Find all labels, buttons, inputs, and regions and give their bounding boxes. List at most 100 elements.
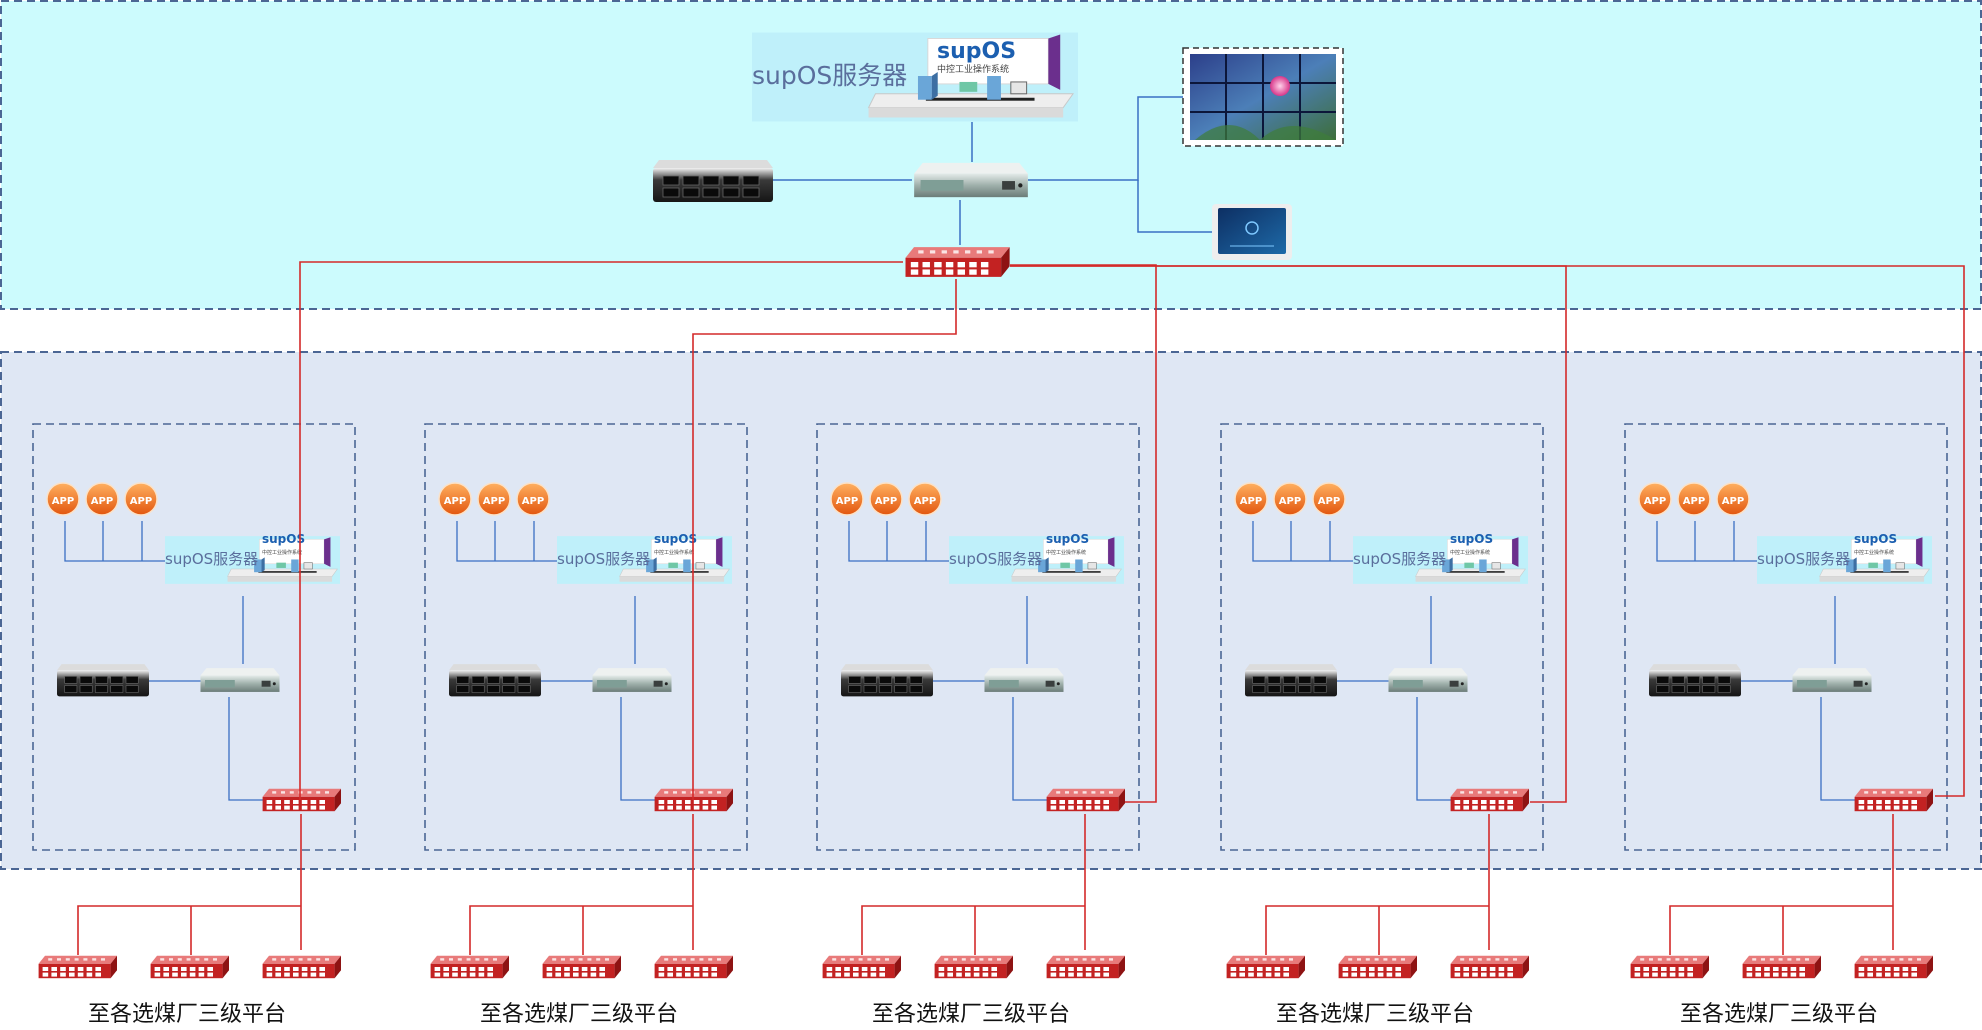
plant-switch	[262, 955, 341, 979]
site-caption: 至各选煤厂三级平台	[88, 1002, 286, 1027]
plant-switch	[1630, 955, 1709, 979]
sites-zone	[0, 351, 1982, 870]
rack-server	[449, 663, 541, 697]
plant-switch	[542, 955, 621, 979]
site-supos-logo-sub: 中控工业操作系统	[1854, 549, 1894, 556]
site-box	[1220, 423, 1544, 851]
site-caption: 至各选煤厂三级平台	[1276, 1002, 1474, 1027]
site-box	[424, 423, 748, 851]
site-supos-logo-text: supOS	[654, 532, 697, 546]
firewall-to-switch-link	[1416, 697, 1451, 801]
app-badge-label: APP	[444, 496, 466, 507]
downlink-branch	[861, 905, 1085, 955]
site-supos-logo-sub: 中控工业操作系统	[1450, 549, 1490, 556]
firewall-to-switch-link	[1012, 697, 1047, 801]
site-supos-logo-sub: 中控工业操作系统	[262, 549, 302, 556]
app-bus-link	[456, 521, 557, 562]
top-server-label: supOS服务器	[752, 61, 907, 90]
site-caption: 至各选煤厂三级平台	[480, 1002, 678, 1027]
link-firewall-to-displays	[1028, 96, 1183, 181]
site-supos-logo-sub: 中控工业操作系统	[654, 549, 694, 556]
top-supos-logo-sub: 中控工业操作系统	[937, 63, 1009, 75]
site-box	[1624, 423, 1948, 851]
site-caption: 至各选煤厂三级平台	[1680, 1002, 1878, 1027]
site-supos-logo-text: supOS	[1046, 532, 1089, 546]
rack-server	[1649, 663, 1741, 697]
plant-switch	[430, 955, 509, 979]
site-box	[816, 423, 1140, 851]
app-badge-label: APP	[130, 496, 152, 507]
plant-switch	[38, 955, 117, 979]
app-badge-label: APP	[1683, 496, 1705, 507]
plant-switch	[822, 955, 901, 979]
plant-switch	[934, 955, 1013, 979]
site-server-label: supOS服务器	[949, 550, 1042, 568]
touch-tablet	[1212, 204, 1292, 260]
rack-server	[1245, 663, 1337, 697]
site-server-label: supOS服务器	[557, 550, 650, 568]
firewall-to-switch-link	[228, 697, 263, 801]
app-bus-link	[1252, 521, 1353, 562]
site-supos-logo-text: supOS	[262, 532, 305, 546]
site-caption: 至各选煤厂三级平台	[872, 1002, 1070, 1027]
app-badge-label: APP	[1318, 496, 1340, 507]
plant-switch	[1854, 955, 1933, 979]
app-bus-link	[848, 521, 949, 562]
uplink-site-2	[692, 279, 957, 800]
site-supos-logo-sub: 中控工业操作系统	[1046, 549, 1086, 556]
firewall	[1388, 668, 1468, 692]
site-server-label: supOS服务器	[165, 550, 258, 568]
site-server-label: supOS服务器	[1353, 550, 1446, 568]
downlink-branch	[1265, 905, 1489, 955]
app-badge-label: APP	[914, 496, 936, 507]
plant-switch	[1338, 955, 1417, 979]
app-badge-label: APP	[836, 496, 858, 507]
site-switch	[1046, 788, 1125, 812]
firewall	[592, 668, 672, 692]
app-badge-label: APP	[1644, 496, 1666, 507]
top-firewall	[914, 162, 1028, 198]
app-bus-link	[1656, 521, 1757, 562]
app-badge-label: APP	[52, 496, 74, 507]
plant-switch	[1046, 955, 1125, 979]
top-supos-logo-text: supOS	[937, 39, 1016, 64]
app-badge-label: APP	[1240, 496, 1262, 507]
link-to-tablet	[1137, 180, 1212, 233]
downlink-branch	[77, 905, 301, 955]
downlink-branch	[1669, 905, 1893, 955]
rack-server	[57, 663, 149, 697]
firewall-to-switch-link	[1820, 697, 1855, 801]
app-badge-label: APP	[1722, 496, 1744, 507]
core-switch	[905, 247, 1010, 277]
uplink-site-1	[299, 261, 903, 800]
plant-switch	[1226, 955, 1305, 979]
plant-switch	[1742, 955, 1821, 979]
uplink-site-3	[1010, 264, 1157, 803]
site-box	[32, 423, 356, 851]
site-supos-logo-text: supOS	[1854, 532, 1897, 546]
video-wall	[1182, 47, 1344, 147]
site-switch	[1854, 788, 1933, 812]
app-badge-label: APP	[483, 496, 505, 507]
site-switch	[1450, 788, 1529, 812]
app-bus-link	[64, 521, 165, 562]
firewall	[1792, 668, 1872, 692]
uplink-site-5	[1010, 265, 1965, 797]
firewall-to-switch-link	[620, 697, 655, 801]
app-badge-label: APP	[91, 496, 113, 507]
firewall	[984, 668, 1064, 692]
plant-switch	[1450, 955, 1529, 979]
top-rack-server	[652, 160, 774, 203]
plant-switch	[654, 955, 733, 979]
firewall	[200, 668, 280, 692]
rack-server	[841, 663, 933, 697]
app-badge-label: APP	[522, 496, 544, 507]
site-switch	[262, 788, 341, 812]
app-badge-label: APP	[875, 496, 897, 507]
plant-switch	[150, 955, 229, 979]
